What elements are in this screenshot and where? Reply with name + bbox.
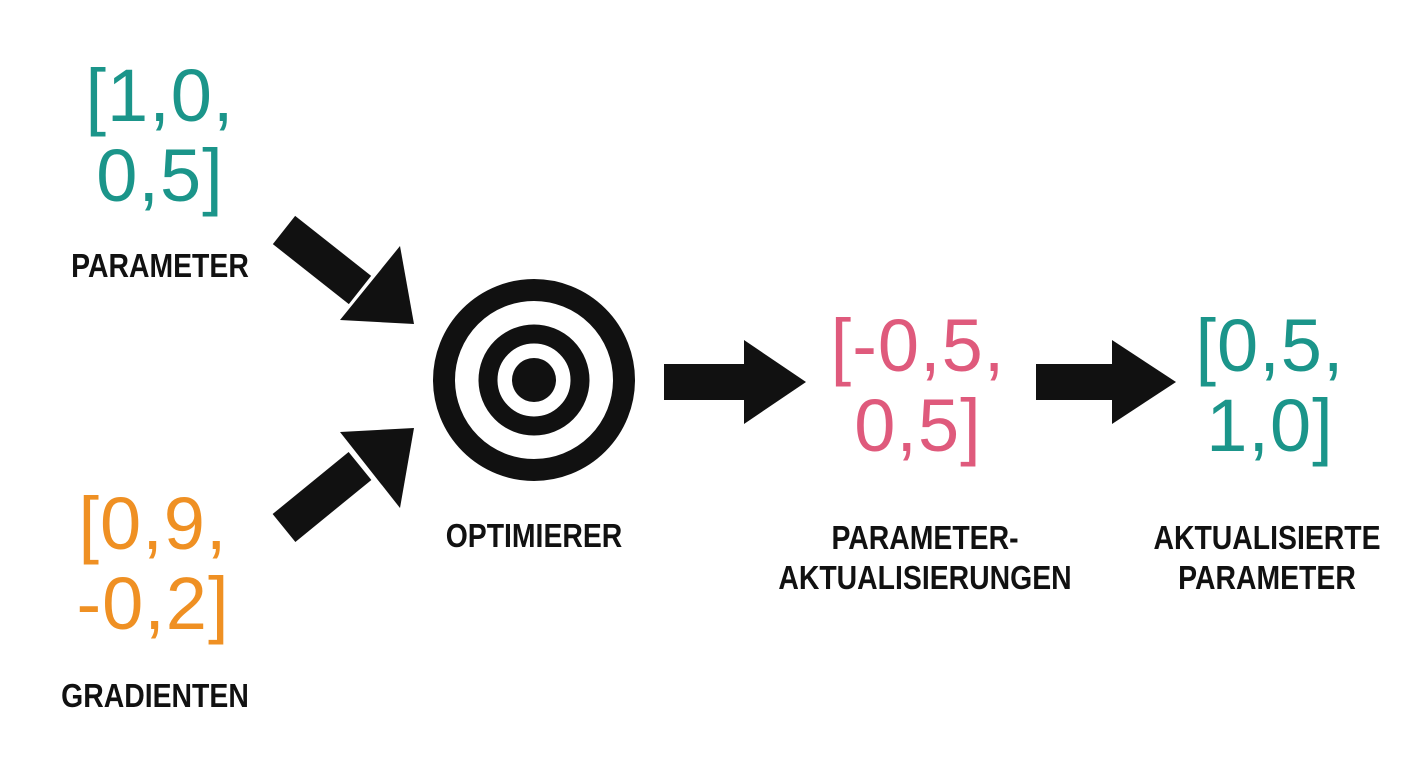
updates-vector: [-0,5, 0,5] [808,306,1028,466]
arrow-parameters-to-optimizer [272,215,414,324]
updates-vector-line2: 0,5] [854,384,982,467]
arrow-updates-to-updated-parameters [1036,340,1176,424]
target-icon [433,279,635,481]
updated-parameters-vector-line2: 1,0] [1206,384,1334,467]
arrow-optimizer-to-updates [664,340,806,424]
gradients-vector-line1: [0,9, [78,482,228,565]
arrow-gradients-to-optimizer [272,428,414,542]
parameters-vector: [1,0, 0,5] [60,56,260,216]
updates-vector-line1: [-0,5, [830,304,1006,387]
optimizer-label: OPTIMIERER [445,517,623,554]
parameters-vector-line2: 0,5] [96,134,224,217]
updated-parameters-label: AKTUALISIERTE PARAMETER [1149,518,1385,598]
gradients-vector-line2: -0,2] [76,562,230,645]
gradients-label: GRADIENTEN [61,677,249,714]
gradients-vector: [0,9, -0,2] [48,484,258,644]
parameters-label: PARAMETER [71,247,249,284]
updates-label: PARAMETER- AKTUALISIERUNGEN [775,518,1076,598]
updated-parameters-vector-line1: [0,5, [1195,304,1345,387]
updated-parameters-vector: [0,5, 1,0] [1170,306,1370,466]
updates-label-line1: PARAMETER- [831,519,1019,556]
updates-label-line2: AKTUALISIERUNGEN [778,559,1072,596]
updated-parameters-label-line1: AKTUALISIERTE [1153,519,1381,556]
updated-parameters-label-line2: PARAMETER [1178,559,1356,596]
parameters-vector-line1: [1,0, [85,54,235,137]
